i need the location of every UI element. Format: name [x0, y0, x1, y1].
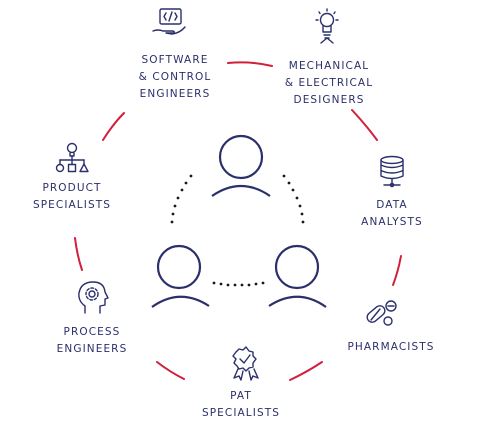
head-gear-icon: [78, 281, 109, 314]
role-label-mechanical-line-2: & ELECTRICAL: [284, 77, 374, 89]
ring-arc-bottom-left: [156, 361, 185, 380]
role-label-data: DATA ANALYSTS: [346, 197, 438, 231]
person-bottom-right-icon: [268, 244, 327, 308]
structure-icon: [55, 142, 89, 173]
role-label-mechanical: MECHANICAL & ELECTRICAL DESIGNERS: [265, 58, 393, 109]
role-label-software: SOFTWARE & CONTROL ENGINEERS: [117, 52, 233, 103]
role-label-product: PRODUCT SPECIALISTS: [22, 180, 122, 214]
role-label-software-line-1: SOFTWARE: [141, 54, 209, 66]
role-label-pat: PAT SPECIALISTS: [186, 388, 296, 422]
role-label-pat-line-1: PAT: [230, 390, 252, 402]
people-group: [151, 134, 327, 308]
role-label-mechanical-line-3: DESIGNERS: [293, 94, 365, 106]
role-label-data-line-1: DATA: [376, 199, 408, 211]
lightbulb-icon: [315, 8, 339, 44]
role-label-process: PROCESS ENGINEERS: [42, 324, 142, 358]
person-top-icon: [211, 134, 271, 197]
ring-arc-right: [392, 255, 402, 286]
dotted-line-left: [170, 174, 193, 224]
role-label-process-line-2: ENGINEERS: [56, 343, 128, 355]
role-label-product-line-1: PRODUCT: [42, 182, 102, 194]
badge-check-icon: [232, 346, 259, 381]
role-label-process-line-1: PROCESS: [63, 326, 121, 338]
code-hand-icon: [152, 8, 186, 35]
ring-arc-left-lower: [74, 237, 83, 271]
ring-arc-top-right: [351, 109, 378, 141]
person-bottom-left-icon: [151, 244, 210, 308]
role-label-pharmacists: PHARMACISTS: [331, 339, 451, 356]
ring-arcs: [74, 61, 402, 381]
role-label-pharmacists-line-1: PHARMACISTS: [347, 341, 435, 353]
dotted-line-bottom: [212, 281, 265, 287]
database-icon: [380, 155, 404, 188]
role-label-software-line-2: & CONTROL: [138, 71, 212, 83]
ring-arc-left-upper: [102, 112, 125, 141]
role-label-data-line-2: ANALYSTS: [361, 216, 423, 228]
ring-arc-bottom-right: [289, 361, 323, 381]
dotted-line-right: [282, 174, 305, 224]
ring-arc-top: [227, 61, 273, 67]
role-label-mechanical-line-1: MECHANICAL: [288, 60, 370, 72]
pills-icon: [366, 300, 397, 326]
role-label-pat-line-2: SPECIALISTS: [201, 407, 281, 419]
role-label-product-line-2: SPECIALISTS: [32, 199, 112, 211]
role-label-software-line-3: ENGINEERS: [139, 88, 211, 100]
dotted-connections: [170, 174, 305, 287]
